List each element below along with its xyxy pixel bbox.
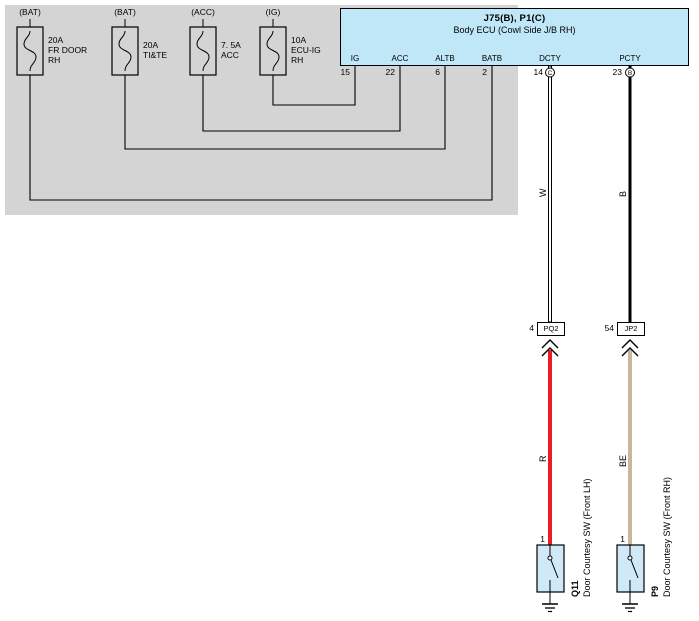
fuse-element-icon [266,30,280,72]
wire-color-label-r: R [538,455,548,463]
connector-chevron-icon [541,347,559,357]
ground-icon [622,603,638,613]
switch-id-label: Q11 [570,580,580,597]
ecu-pin-name-ig: IG [350,54,360,63]
fuse-source-label: (BAT) [114,7,136,17]
fuse-name: RH [291,55,304,65]
switch-name-label: Door Courtesy SW (Front RH) [662,476,672,597]
switch-pin-number: 1 [540,534,545,544]
ecu-pin-name-pcty: PCTY [619,54,641,63]
ecu-pin-number-batb: 2 [482,67,487,77]
switch-lever [550,559,559,579]
ecu-name: Body ECU (Cowl Side J/B RH) [453,25,576,35]
wire-altb-route [124,66,446,150]
fuse-element-icon [196,30,210,72]
door-courtesy-switch-front-lh [536,544,565,604]
switch-pin-number: 1 [620,534,625,544]
wire-ig-route [272,66,356,106]
fuse-acc [189,19,217,76]
fuse-rating: 10A [291,35,307,45]
fuse-ti-te [111,19,139,76]
wire-color-label-w: W [538,188,548,198]
ecu-pin-number-ig: 15 [340,67,350,77]
connector-letter-c: C [548,70,553,77]
fuse-name: FR DOOR [48,45,88,55]
fuse-source-label: (IG) [265,7,281,17]
ecu-pin-number-acc: 22 [385,67,395,77]
ecu-pin-name-acc: ACC [391,54,409,63]
junction-connector-jp2: JP2 [617,322,645,336]
fuse-element-icon [118,30,132,72]
wire-batb-route [29,66,493,201]
connector-circle-icon [625,67,635,78]
fuse-source-label: (ACC) [191,7,215,17]
fuse-name: RH [48,55,61,65]
connector-chevron-icon [621,347,639,357]
junction-pin-number: 54 [604,323,614,333]
connector-chevron-icon [541,339,559,349]
switch-lever [630,559,639,579]
switch-name-label: Door Courtesy SW (Front LH) [582,478,592,597]
door-courtesy-switch-front-rh [616,544,645,604]
fuse-rating: 20A [48,35,64,45]
junction-pin-number: 4 [529,323,534,333]
fuse-ecu-ig [259,19,287,76]
ecu-pin-name-dcty: DCTY [539,54,561,63]
ecu-pin-number-dcty: 14 [533,67,543,77]
fuse-source-label: (BAT) [19,7,41,17]
ecu-pin-number-altb: 6 [435,67,440,77]
ecu-pin-name-batb: BATB [481,54,503,63]
fuse-name: ECU-IG [291,45,321,55]
fuse-name: ACC [221,50,239,60]
fuse-name: TI&TE [143,50,168,60]
switch-contact [627,555,633,561]
ecu-pin-number-pcty: 23 [612,67,622,77]
wire-color-label-b: B [618,190,628,197]
fuse-rating: 20A [143,40,159,50]
fuse-rating: 7. 5A [221,40,241,50]
switch-contact [547,555,553,561]
wire-color-label-be: BE [618,454,628,467]
fuse-element-icon [23,30,37,72]
fuse-fr-door-rh [16,19,44,76]
connector-chevron-icon [621,339,639,349]
ecu-connector-codes: J75(B), P1(C) [483,13,546,24]
wire-acc-route [202,66,401,132]
junction-connector-pq2: PQ2 [537,322,565,336]
wire-w [548,65,552,323]
ground-icon [542,603,558,613]
body-ecu-box: J75(B), P1(C) Body ECU (Cowl Side J/B RH… [340,8,689,66]
connector-letter-b: B [628,70,632,77]
ecu-pin-name-altb: ALTB [435,54,455,63]
connector-circle-icon [545,67,555,78]
switch-id-label: P9 [650,585,660,597]
